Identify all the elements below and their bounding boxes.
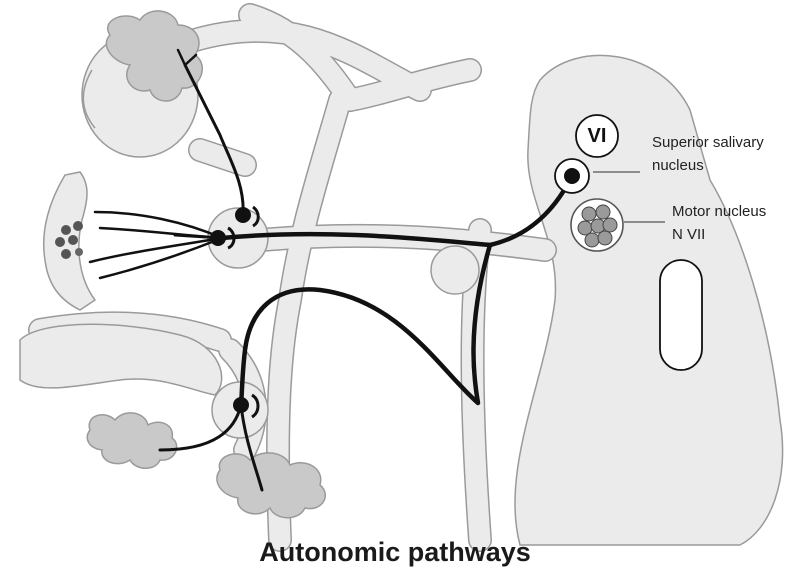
motor-nucleus-label-line2: N VII (672, 225, 705, 244)
submandibular-gland (87, 413, 176, 468)
diagram-title: Autonomic pathways (0, 537, 790, 568)
submandibular-synapse (233, 397, 249, 413)
superior-salivary-label-line2: nucleus (652, 156, 704, 175)
nasal-mucosa (44, 172, 95, 310)
brainstem (515, 55, 783, 545)
sublingual-gland (217, 453, 325, 518)
cranial-nerve-vi-label: VI (575, 117, 619, 155)
pterygopalatine-synapse (210, 230, 226, 246)
superior-salivary-label-line1: Superior salivary (652, 133, 764, 152)
motor-nucleus-label-line1: Motor nucleus (672, 202, 766, 221)
elongated-nucleus (660, 260, 702, 370)
geniculate-bulge (431, 246, 479, 294)
lacrimal-synapse (235, 207, 251, 223)
